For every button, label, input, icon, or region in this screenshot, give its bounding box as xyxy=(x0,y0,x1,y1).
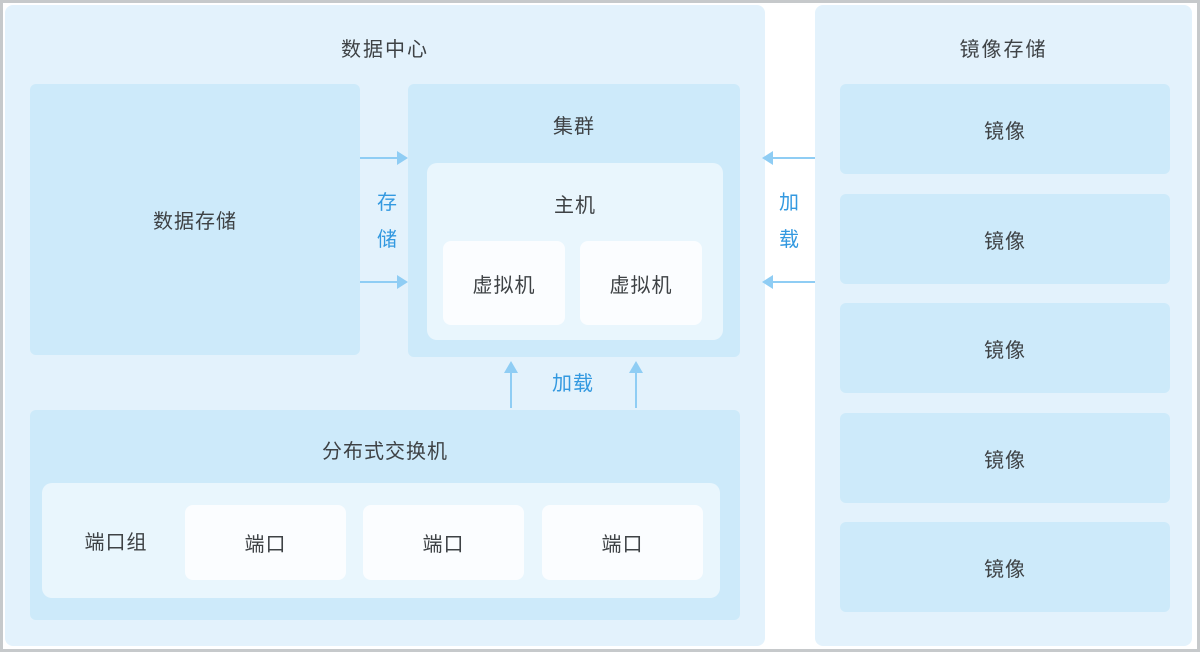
image-label: 镜像 xyxy=(984,230,1026,253)
image-storage-title: 镜像存储 xyxy=(959,39,1048,61)
host-box: 主机 虚拟机 虚拟机 xyxy=(427,163,723,340)
switch-load-arrow-left-icon xyxy=(504,361,518,408)
cluster-label: 集群 xyxy=(553,116,595,138)
image-box: 镜像 xyxy=(840,522,1170,612)
arrow-head xyxy=(397,275,408,289)
arrow-head xyxy=(762,151,773,165)
image-label: 镜像 xyxy=(984,120,1026,143)
image-load-arrow-top-icon xyxy=(762,151,815,165)
arrow-line xyxy=(360,281,399,283)
vm-label: 虚拟机 xyxy=(609,274,673,297)
arrow-line xyxy=(771,281,815,283)
port-group-row: 端口组 端口 端口 端口 xyxy=(42,483,720,598)
storage-flow-label: 存储 xyxy=(377,192,397,251)
vm-box: 虚拟机 xyxy=(580,241,702,325)
port-label: 端口 xyxy=(244,534,287,556)
image-label: 镜像 xyxy=(984,449,1026,472)
port-label: 端口 xyxy=(422,534,465,556)
switch-load-label: 加载 xyxy=(552,373,594,395)
distributed-switch-label: 分布式交换机 xyxy=(322,441,448,463)
arrow-head xyxy=(629,361,643,373)
arrow-head xyxy=(397,151,408,165)
image-load-arrow-bottom-icon xyxy=(762,275,815,289)
host-label: 主机 xyxy=(554,195,596,217)
arrow-line xyxy=(771,157,815,159)
port-box: 端口 xyxy=(542,505,703,580)
storage-arrow-top-icon xyxy=(360,151,408,165)
port-group-label: 端口组 xyxy=(84,532,148,554)
arrow-line xyxy=(635,370,637,408)
image-box: 镜像 xyxy=(840,84,1170,174)
arrow-line xyxy=(510,370,512,408)
switch-load-arrow-right-icon xyxy=(629,361,643,408)
vm-label: 虚拟机 xyxy=(472,274,536,297)
cluster-box: 集群 主机 虚拟机 虚拟机 xyxy=(408,84,740,357)
image-label: 镜像 xyxy=(984,558,1026,581)
distributed-switch-box: 分布式交换机 端口组 端口 端口 端口 xyxy=(30,410,740,620)
arrow-head xyxy=(504,361,518,373)
image-storage-container: 镜像存储 镜像 镜像 镜像 镜像 镜像 xyxy=(815,5,1192,646)
port-box: 端口 xyxy=(185,505,346,580)
port-label: 端口 xyxy=(601,534,644,556)
image-box: 镜像 xyxy=(840,303,1170,393)
image-load-label: 加载 xyxy=(779,192,799,251)
arrow-head xyxy=(762,275,773,289)
image-label: 镜像 xyxy=(984,339,1026,362)
storage-arrow-bottom-icon xyxy=(360,275,408,289)
datacenter-container: 数据中心 数据存储 存储 集群 主机 虚拟机 虚拟机 xyxy=(5,5,765,646)
data-storage-box: 数据存储 xyxy=(30,84,360,355)
port-box: 端口 xyxy=(363,505,524,580)
arrow-line xyxy=(360,157,399,159)
image-box: 镜像 xyxy=(840,194,1170,284)
datacenter-title: 数据中心 xyxy=(341,39,429,61)
data-storage-label: 数据存储 xyxy=(153,211,237,233)
vm-box: 虚拟机 xyxy=(443,241,565,325)
image-box: 镜像 xyxy=(840,413,1170,503)
